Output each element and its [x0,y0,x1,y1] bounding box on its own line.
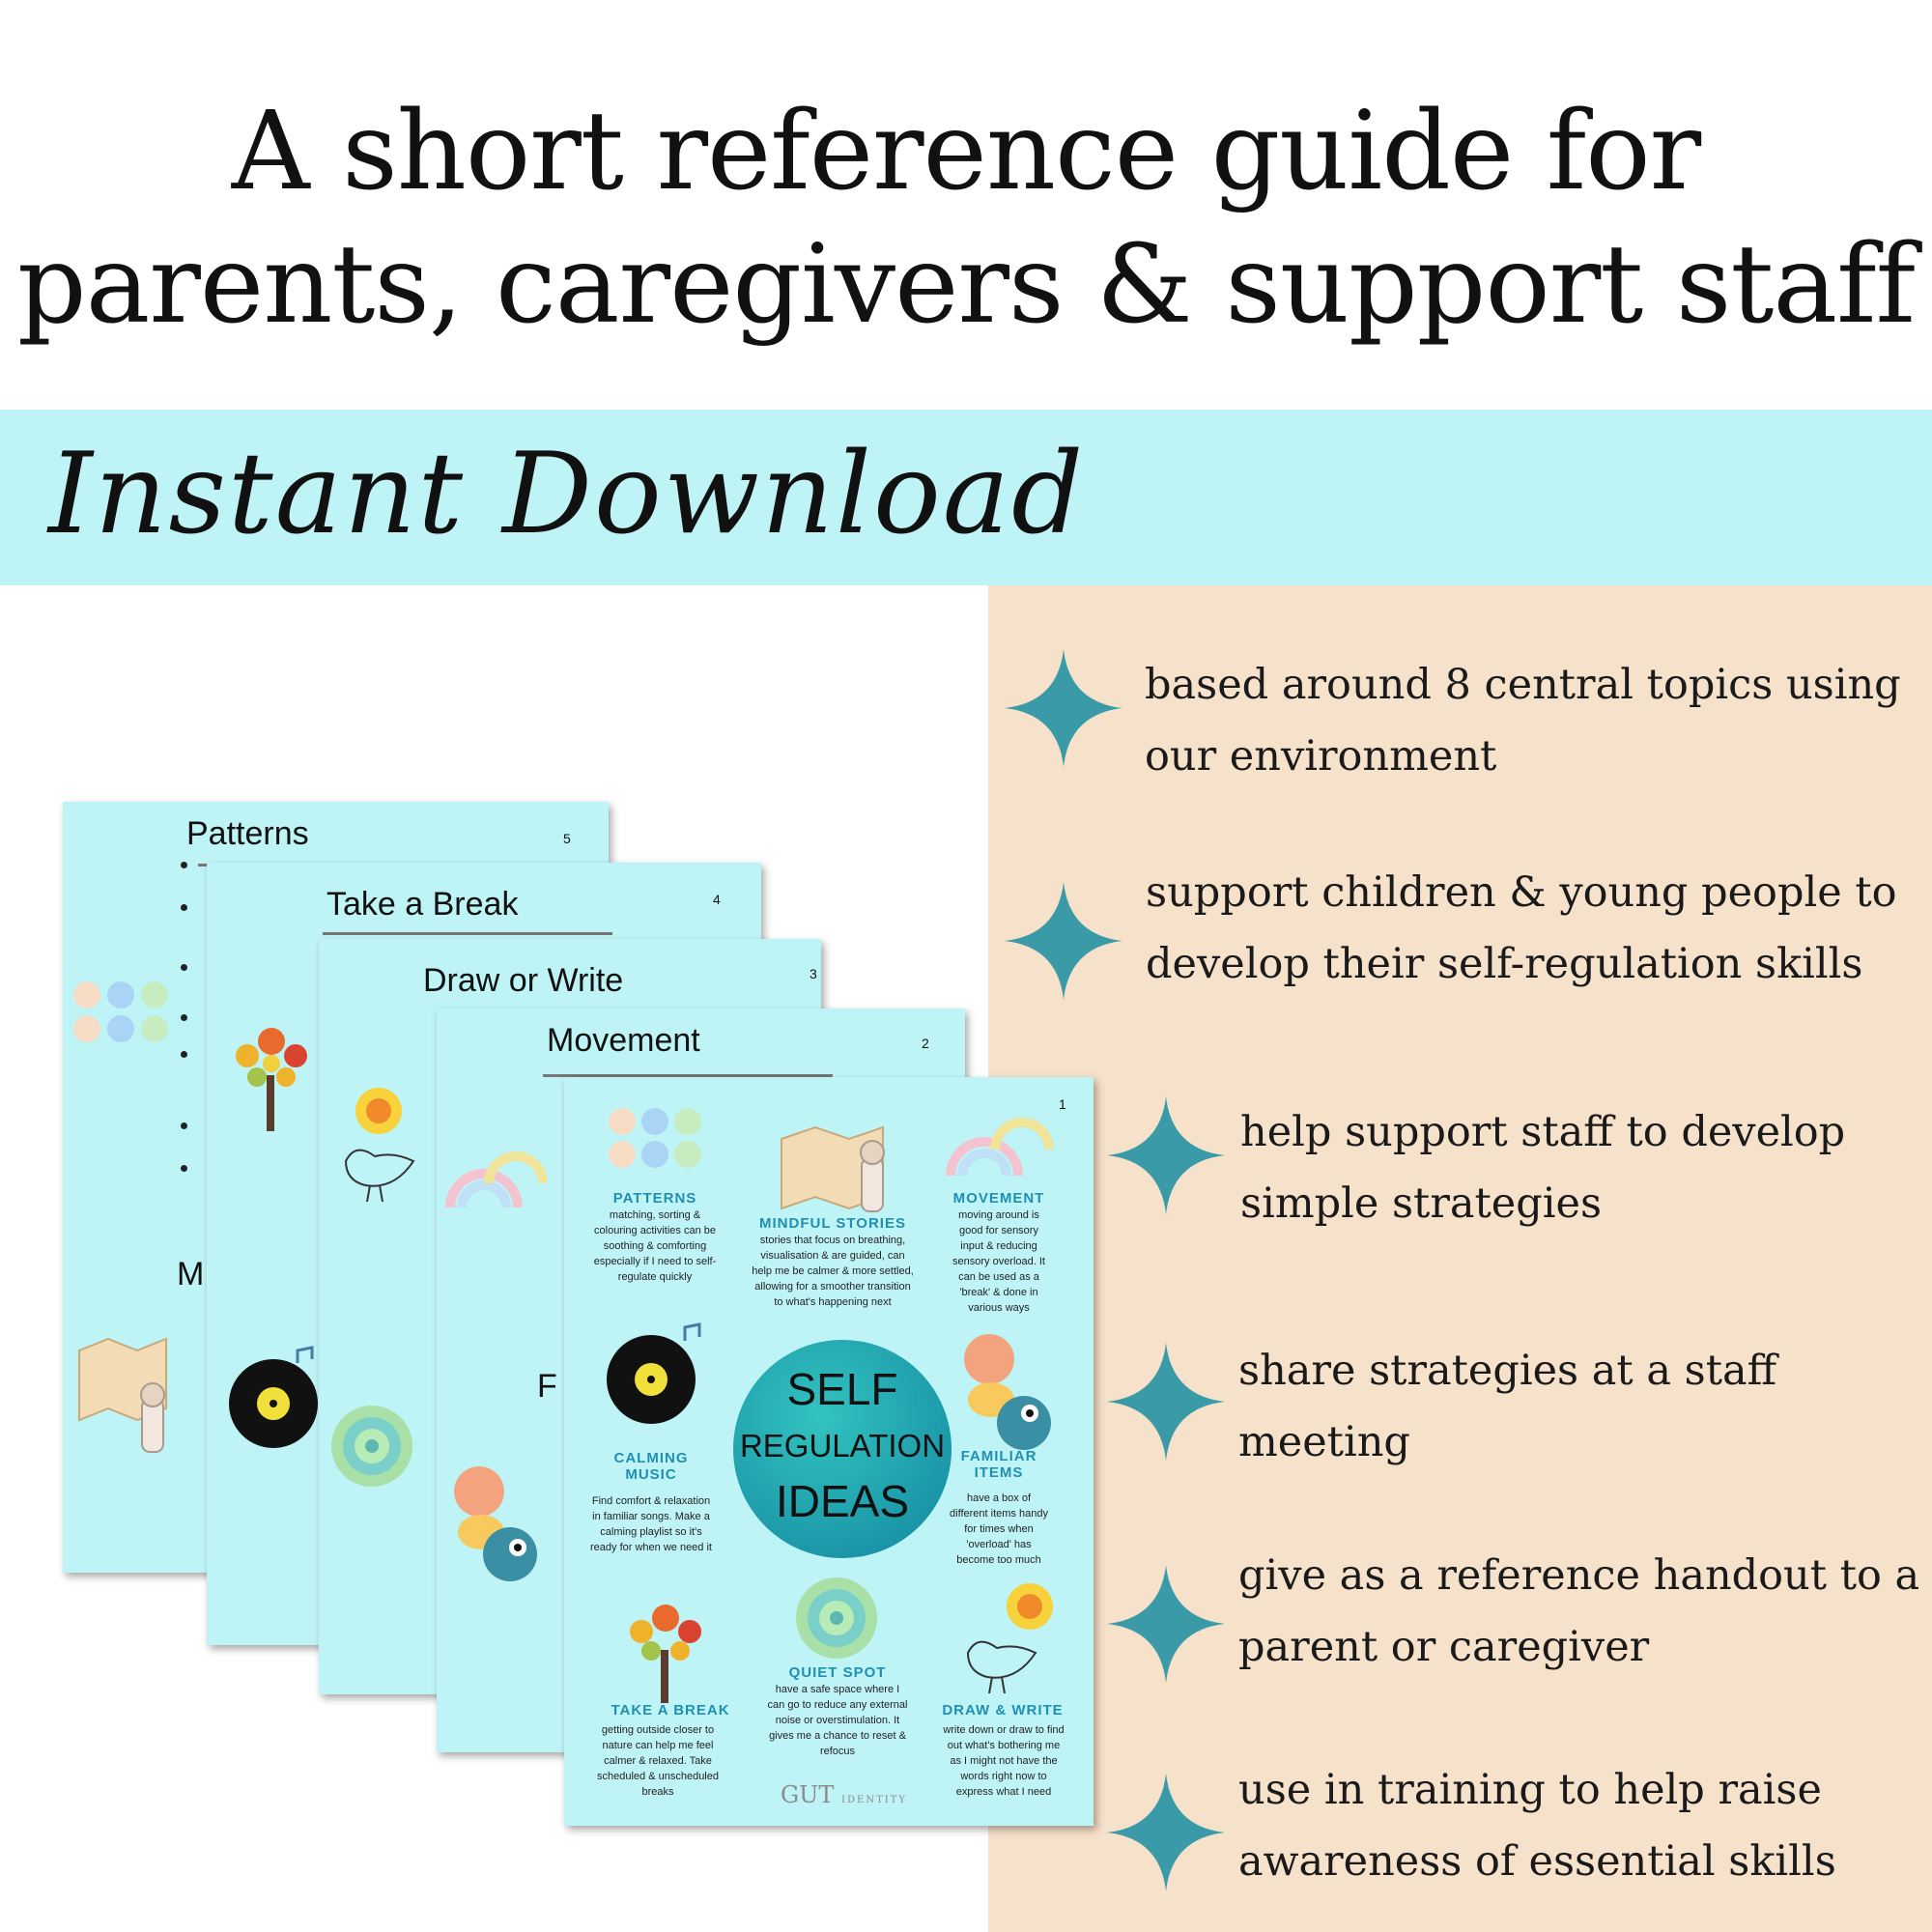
mandala-icon [796,1577,877,1659]
bullet [181,904,187,911]
tree-icon [236,1028,307,1131]
sparkle-icon [1005,882,1122,1000]
mandala-icon [331,1406,412,1487]
feature-line: support children & young people to [1146,868,1897,917]
cell-title-quiet-spot: QUIET SPOT [788,1664,887,1681]
feature-line: meeting [1238,1418,1410,1466]
cell-title-mindful-stories: MINDFUL STORIES [759,1215,906,1232]
map-icon [781,1125,885,1212]
page-number: 5 [563,831,571,846]
banner-text: Instant Download [48,429,1086,559]
sparkle-icon [1107,1096,1225,1214]
page-title: Movement [547,1022,700,1059]
cell-text-take-a-break: getting outside closer to nature can hel… [597,1724,719,1798]
preview-page-overview: 1 PATTERNS matching, sorting & colouring… [564,1077,1094,1826]
headline-line-2: parents, caregivers & support staff [16,222,1916,348]
bullet [181,1165,187,1172]
feature-line: based around 8 central topics using [1145,661,1901,709]
page-title: Patterns [186,815,309,852]
brand-logo-sub: IDENTITY [841,1795,907,1805]
bird-icon [344,1149,415,1203]
feature-line: awareness of essential skills [1238,1837,1836,1886]
tree-icon [630,1605,701,1703]
badge-line-1: SELF [786,1364,898,1414]
sparkle-icon [1107,1565,1225,1683]
bullet [181,964,187,971]
sparkle-icon [1107,1343,1225,1461]
rainbow-icon [445,1151,547,1208]
buttons-icon [73,981,168,1042]
bullet [181,1122,187,1129]
sun-icon [355,1088,402,1134]
cell-title-take-a-break: TAKE A BREAK [611,1702,730,1719]
page-title: Take a Break [327,886,519,923]
bullet [181,1014,187,1021]
feature-line: our environment [1145,732,1497,781]
sun-icon [1007,1583,1053,1630]
cell-text-mindful-stories: stories that focus on breathing, visuali… [752,1235,914,1308]
text-line [543,1074,833,1077]
page-headline: A short reference guide for parents, car… [0,85,1932,352]
partial-heading: F [537,1368,557,1405]
page-title: Draw or Write [423,962,624,999]
bird-icon [966,1640,1037,1694]
sparkle-icon [1005,649,1122,767]
cell-title-patterns: PATTERNS [612,1190,697,1207]
cell-title-movement: MOVEMENT [952,1190,1045,1207]
page-number: 3 [810,966,817,981]
cell-title-draw-and-write: DRAW & WRITE [942,1702,1064,1719]
feature-line: give as a reference handout to a [1238,1551,1920,1600]
instant-download-banner: Instant Download [0,410,1932,585]
feature-line: help support staff to develop [1240,1108,1846,1156]
partial-heading: M [177,1256,205,1293]
brand-logo-main: GUT [781,1781,835,1808]
feature-panel [988,585,1932,1932]
rainbow-icon [946,1118,1054,1177]
brand-logo: GUT IDENTITY [781,1781,907,1808]
bullet [181,862,187,868]
badge-line-3: IDEAS [775,1476,910,1526]
cell-text-patterns: matching, sorting & colouring activities… [593,1209,717,1283]
headline-line-1: A short reference guide for [231,89,1701,214]
vinyl-record-icon [229,1346,318,1448]
monster-icon [964,1334,1051,1450]
cell-text-movement: moving around is good for sensory input … [952,1209,1045,1314]
cell-text-familiar-items: have a box of different items handy for … [950,1492,1048,1566]
cell-text-calming-music: Find comfort & relaxation in familiar so… [590,1495,712,1553]
map-icon [78,1337,167,1453]
feature-line: parent or caregiver [1238,1623,1650,1671]
sparkle-icon [1107,1774,1225,1891]
page-number: 2 [922,1036,929,1051]
page-number: 1 [1059,1096,1066,1112]
badge-line-2: REGULATION [739,1428,946,1463]
cell-text-draw-and-write: write down or draw to find out what's bo… [943,1724,1065,1798]
monster-icon [454,1466,537,1581]
cell-title-calming-music: CALMING MUSIC [613,1450,689,1483]
bullet [181,1051,187,1058]
cell-title-familiar-items: FAMILIAR ITEMS [960,1448,1037,1481]
feature-line: share strategies at a staff [1238,1347,1777,1395]
feature-line: use in training to help raise [1238,1766,1822,1814]
self-regulation-badge: SELF REGULATION IDEAS [733,1340,952,1558]
buttons-icon [609,1108,701,1168]
vinyl-record-icon [607,1322,701,1424]
feature-line: simple strategies [1240,1179,1603,1228]
page-number: 4 [713,892,721,907]
feature-line: develop their self-regulation skills [1146,940,1863,988]
text-line [323,932,612,935]
cell-text-quiet-spot: have a safe space where I can go to redu… [767,1684,908,1757]
